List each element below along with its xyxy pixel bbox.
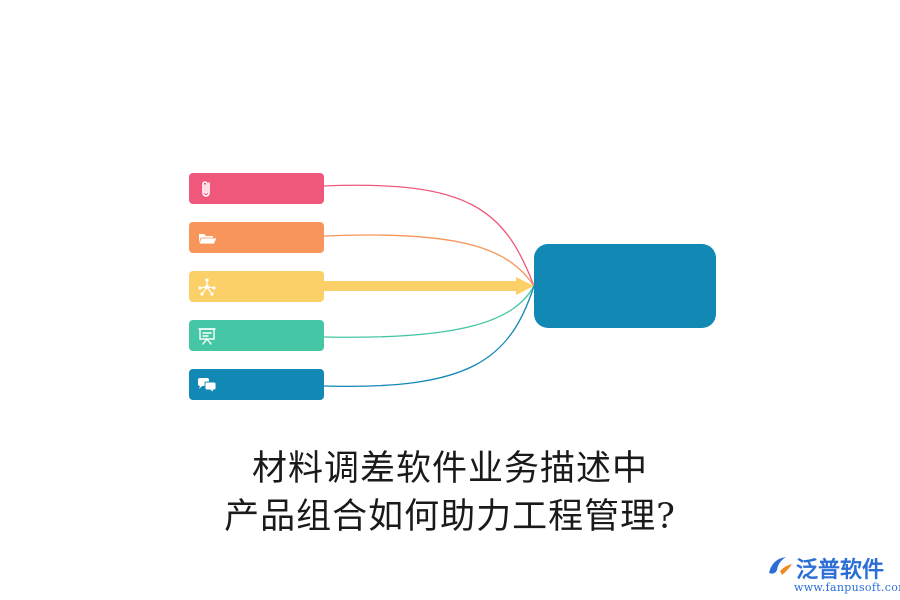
item-box-orange bbox=[189, 222, 324, 253]
item-box-pink bbox=[189, 173, 324, 204]
connector-orange bbox=[323, 234, 535, 287]
chat-bubbles-icon bbox=[198, 378, 217, 395]
fanpusoft-logo: 泛普软件 www.fanpusoft.com bbox=[766, 553, 900, 597]
arrow-head bbox=[516, 277, 534, 295]
title-line-1: 材料调差软件业务描述中 bbox=[251, 449, 648, 489]
network-icon bbox=[198, 278, 216, 296]
brand-name: 泛普软件 bbox=[796, 558, 885, 583]
connector-pink bbox=[323, 184, 535, 287]
paperclip-icon bbox=[202, 181, 210, 197]
item-box-green bbox=[189, 320, 324, 351]
presentation-icon bbox=[198, 328, 216, 345]
connector-green bbox=[323, 285, 535, 338]
title-line-2: 产品组合如何助力工程管理? bbox=[224, 497, 676, 537]
item-box-blue bbox=[189, 369, 324, 400]
folder-open-icon bbox=[198, 234, 218, 245]
central-node bbox=[534, 244, 716, 328]
fanpu-logo-icon bbox=[769, 557, 792, 575]
brand-url: www.fanpusoft.com bbox=[794, 581, 900, 594]
item-box-yellow bbox=[189, 271, 324, 302]
connector-blue bbox=[323, 285, 535, 388]
